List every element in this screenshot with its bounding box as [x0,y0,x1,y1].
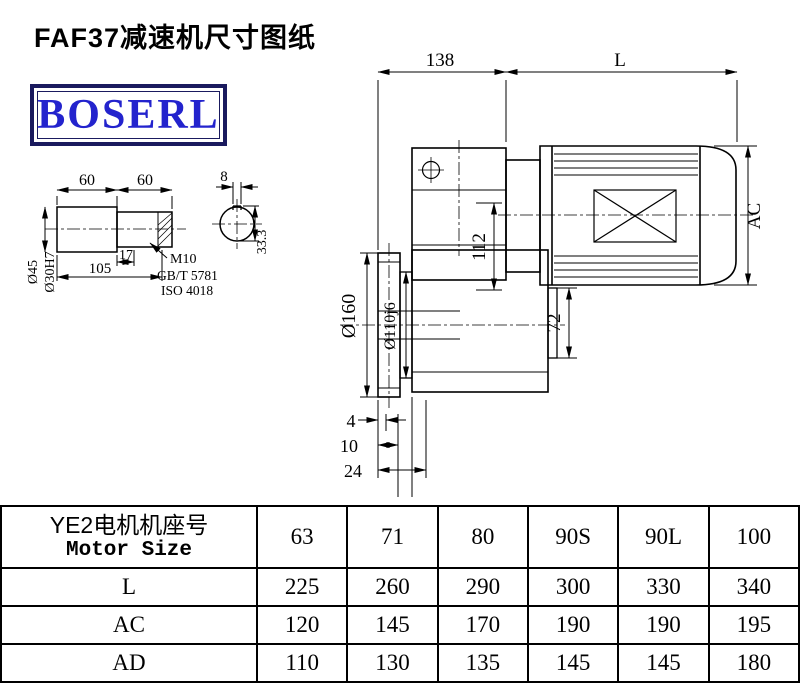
table-cell: 260 [346,567,439,607]
dimension-table: YE2电机机座号 Motor Size 63 71 80 90S 90L 100… [0,505,800,683]
motor-size-80: 80 [436,505,529,569]
motor-size-63: 63 [255,505,349,569]
motor-outline [539,145,737,286]
shaft-dim-lines [42,187,173,281]
centerlines [340,140,756,408]
motor-size-label-en: Motor Size [65,539,193,563]
motor-size-90l: 90L [617,505,710,569]
motor-size-header-cell: YE2电机机座号 Motor Size [0,505,258,569]
motor-nameplate [593,189,677,243]
lifting-eye-icon [418,157,444,183]
table-cell: 120 [255,605,349,645]
table-row-L: L 225 260 290 300 330 340 [0,567,800,607]
gearbox-outline [411,147,558,393]
dim-AC-label: AC [744,203,765,229]
dim-72-label: 72 [544,314,565,333]
table-cell: 340 [707,567,800,607]
table-cell: 190 [526,605,620,645]
dim-333-label: 33.3 [255,230,270,255]
dim-24-label: 24 [344,461,362,481]
table-cell: 330 [617,567,710,607]
table-cell: 300 [526,567,620,607]
dim-112-label: 112 [469,233,490,261]
row-label-L: L [0,567,258,607]
table-cell: 195 [707,605,800,645]
note-iso-label: ISO 4018 [161,283,213,298]
dim-17-label: 17 [119,248,133,263]
brand-logo-text: BOSERL [37,92,220,138]
dimension-lines [358,69,757,497]
motor-size-label-cn: YE2电机机座号 [49,511,209,538]
dim-60a-label: 60 [79,172,95,189]
table-cell: 110 [255,643,349,683]
keyway-detail-labels: 8 33.3 [220,169,270,254]
motor-fins [554,153,698,278]
table-cell: 190 [617,605,710,645]
dim-L-label: L [614,50,626,71]
main-view [340,140,756,408]
thread-hatch [157,212,173,247]
dim-8-label: 8 [220,169,228,185]
brand-logo: BOSERL [30,84,227,146]
dimension-drawing: 138 L AC 112 72 Ø160 Ø110j6 4 10 24 [26,50,765,497]
dim-4-label: 4 [347,411,356,431]
dim-105-label: 105 [89,261,112,277]
motor-size-90s: 90S [526,505,620,569]
table-cell: 130 [346,643,439,683]
dim-d160-label: Ø160 [338,294,360,338]
table-cell: 145 [526,643,620,683]
motor-adapter [505,159,541,273]
gearbox-ribs [378,189,548,373]
dim-d110-label: Ø110j6 [382,302,399,349]
note-gb-label: GB/T 5781 [157,268,218,283]
page-title: FAF37减速机尺寸图纸 [34,23,317,53]
table-cell: 145 [617,643,710,683]
shaft-detail [42,187,186,281]
table-cell: 145 [346,605,439,645]
table-cell: 135 [436,643,529,683]
motor-size-71: 71 [346,505,439,569]
dim-138-label: 138 [426,50,455,71]
row-label-AD: AD [0,643,258,683]
note-m10-label: M10 [170,252,196,267]
table-cell: 170 [436,605,529,645]
dim-d45-label: Ø45 [26,260,41,284]
table-row-AC: AC 120 145 170 190 190 195 [0,605,800,645]
row-label-AC: AC [0,605,258,645]
table-cell: 180 [707,643,800,683]
table-row-AD: AD 110 130 135 145 145 180 [0,643,800,683]
table-cell: 225 [255,567,349,607]
table-cell: 290 [436,567,529,607]
dim-60b-label: 60 [137,172,153,189]
table-header-row: YE2电机机座号 Motor Size 63 71 80 90S 90L 100 [0,505,800,569]
dim-d30-label: Ø30H7 [43,251,58,292]
keyway-dim-lines [216,182,259,242]
motor-size-100: 100 [707,505,800,569]
shaft-detail-labels: 60 60 Ø45 Ø30H7 17 105 M10 GB/T 5781 ISO… [26,172,218,298]
keyway-detail [212,182,262,249]
dim-10-label: 10 [340,436,358,456]
dimension-labels: 138 L AC 112 72 Ø160 Ø110j6 4 10 24 [338,50,765,481]
